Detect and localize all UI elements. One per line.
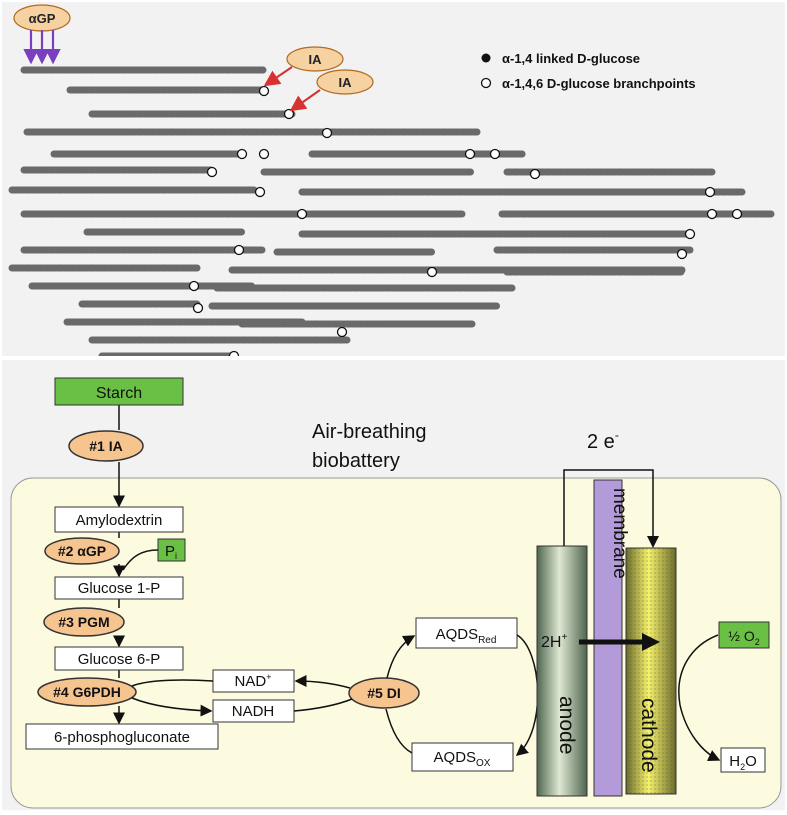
cathode-label: cathode bbox=[637, 698, 660, 773]
branchpoint-16 bbox=[704, 186, 716, 198]
di-to-aqdsred-arrow bbox=[386, 635, 416, 679]
branchpoint-8 bbox=[233, 244, 245, 256]
di-enzyme-node bbox=[348, 677, 420, 709]
ia-enzyme-node bbox=[68, 430, 144, 462]
branchpoint-12 bbox=[228, 350, 240, 362]
branchpoint-13 bbox=[464, 148, 476, 160]
pathway-diagram: Air-breathing biobattery Starch #1 IA Am… bbox=[10, 377, 782, 809]
amylodextrin-box bbox=[54, 506, 184, 533]
branchpoint-14 bbox=[489, 148, 501, 160]
proton-label: 2H+ bbox=[541, 632, 567, 651]
branchpoint-6 bbox=[254, 186, 266, 198]
branchpoint-18 bbox=[731, 208, 743, 220]
glucose6p-box bbox=[54, 646, 184, 671]
amylodextrin-label: Amylodextrin bbox=[76, 512, 163, 529]
electron-circuit bbox=[563, 469, 654, 546]
starch-box bbox=[54, 377, 184, 406]
branchpoint-11 bbox=[336, 326, 348, 338]
starch-label: Starch bbox=[96, 385, 142, 402]
starch-structure-diagram: αGP IA IA α-1,4 linked D-glucose α-1,4,6… bbox=[8, 4, 776, 362]
oxygen-box bbox=[718, 621, 770, 649]
legend-open-marker bbox=[480, 77, 492, 89]
ia-enzyme-ellipse-1 bbox=[286, 46, 344, 72]
nadh-label: NADH bbox=[232, 703, 275, 720]
agp-enzyme-text: #2 αGP bbox=[58, 543, 106, 559]
membrane-layer bbox=[593, 479, 623, 797]
starch-structure-panel: αGP IA IA α-1,4 linked D-glucose α-1,4,6… bbox=[2, 2, 785, 362]
branchpoint-10 bbox=[192, 302, 204, 314]
pi-curve bbox=[122, 549, 159, 571]
ia-enzyme-ellipse-2 bbox=[316, 69, 374, 95]
aqds-ox-label: AQDSOX bbox=[434, 749, 491, 769]
aqds-red-label: AQDSRed bbox=[436, 626, 497, 646]
oxygen-label: ½ O2 bbox=[728, 628, 759, 647]
proton-arrowhead bbox=[642, 633, 660, 651]
pi-label: Pi bbox=[165, 543, 177, 561]
branchpoint-2 bbox=[321, 127, 333, 139]
nad-label: NAD+ bbox=[235, 672, 272, 690]
biobattery-title-line1: Air-breathing bbox=[312, 421, 427, 443]
pgm-enzyme-node bbox=[43, 607, 125, 637]
cathode-texture bbox=[626, 548, 676, 794]
ia-arrow-1 bbox=[263, 66, 293, 87]
branchpoint-20 bbox=[676, 248, 688, 260]
glucose1p-box bbox=[54, 576, 184, 600]
water-box bbox=[720, 747, 766, 773]
nadh-to-di-curve bbox=[293, 698, 353, 712]
branchpoint-19 bbox=[684, 228, 696, 240]
branchpoint-9 bbox=[188, 280, 200, 292]
di-to-nad-arrow bbox=[294, 675, 351, 689]
glucose-chains bbox=[8, 66, 776, 360]
biobattery-panel: Air-breathing biobattery Starch #1 IA Am… bbox=[2, 360, 785, 810]
water-label: H2O bbox=[729, 753, 757, 772]
branchpoint-21 bbox=[426, 266, 438, 278]
branchpoint-0 bbox=[258, 85, 270, 97]
branchpoint-7 bbox=[296, 208, 308, 220]
legend-filled-marker bbox=[481, 53, 491, 63]
g6pdh-to-nadh-arrow bbox=[131, 697, 213, 717]
pgm-enzyme-text: #3 PGM bbox=[58, 614, 109, 630]
g6pdh-enzyme-node bbox=[37, 677, 137, 707]
aqds-red-box bbox=[415, 617, 518, 649]
membrane-label: membrane bbox=[609, 488, 630, 579]
branchpoints bbox=[188, 85, 743, 362]
agp-enzyme-label: αGP bbox=[29, 11, 56, 26]
branchpoint-3 bbox=[236, 148, 248, 160]
branchpoint-17 bbox=[706, 208, 718, 220]
g6pdh-enzyme-text: #4 G6PDH bbox=[53, 684, 121, 700]
di-enzyme-text: #5 DI bbox=[367, 685, 400, 701]
oxygen-to-water-arrow bbox=[678, 634, 721, 761]
ia-enzyme-text: #1 IA bbox=[89, 438, 122, 454]
glucose1p-label: Glucose 1-P bbox=[78, 580, 161, 597]
ia-enzyme-label-2: IA bbox=[339, 75, 353, 90]
nad-to-g6pdh-curve bbox=[131, 679, 214, 687]
branchpoint-4 bbox=[258, 148, 270, 160]
ia-arrow-2 bbox=[289, 89, 321, 112]
branchpoint-15 bbox=[529, 168, 541, 180]
legend-label-linked: α-1,4 linked D-glucose bbox=[502, 51, 640, 66]
phosphogluconate-label: 6-phosphogluconate bbox=[54, 729, 190, 746]
anode-label: anode bbox=[555, 696, 578, 754]
ia-enzyme-label-1: IA bbox=[309, 52, 323, 67]
glucose6p-label: Glucose 6-P bbox=[78, 651, 161, 668]
anode-electrode bbox=[536, 545, 588, 797]
biobattery-title-line2: biobattery bbox=[312, 450, 400, 472]
legend-label-branchpoints: α-1,4,6 D-glucose branchpoints bbox=[502, 76, 696, 91]
aqds-ox-box bbox=[411, 742, 514, 772]
agp-enzyme-node bbox=[44, 537, 120, 565]
branchpoint-5 bbox=[206, 166, 218, 178]
phosphogluconate-box bbox=[25, 723, 219, 750]
electron-label: 2 e- bbox=[587, 428, 619, 453]
electron-arrowhead bbox=[647, 536, 659, 548]
aqdsox-to-di-curve bbox=[385, 708, 413, 754]
branchpoint-1 bbox=[283, 108, 295, 120]
